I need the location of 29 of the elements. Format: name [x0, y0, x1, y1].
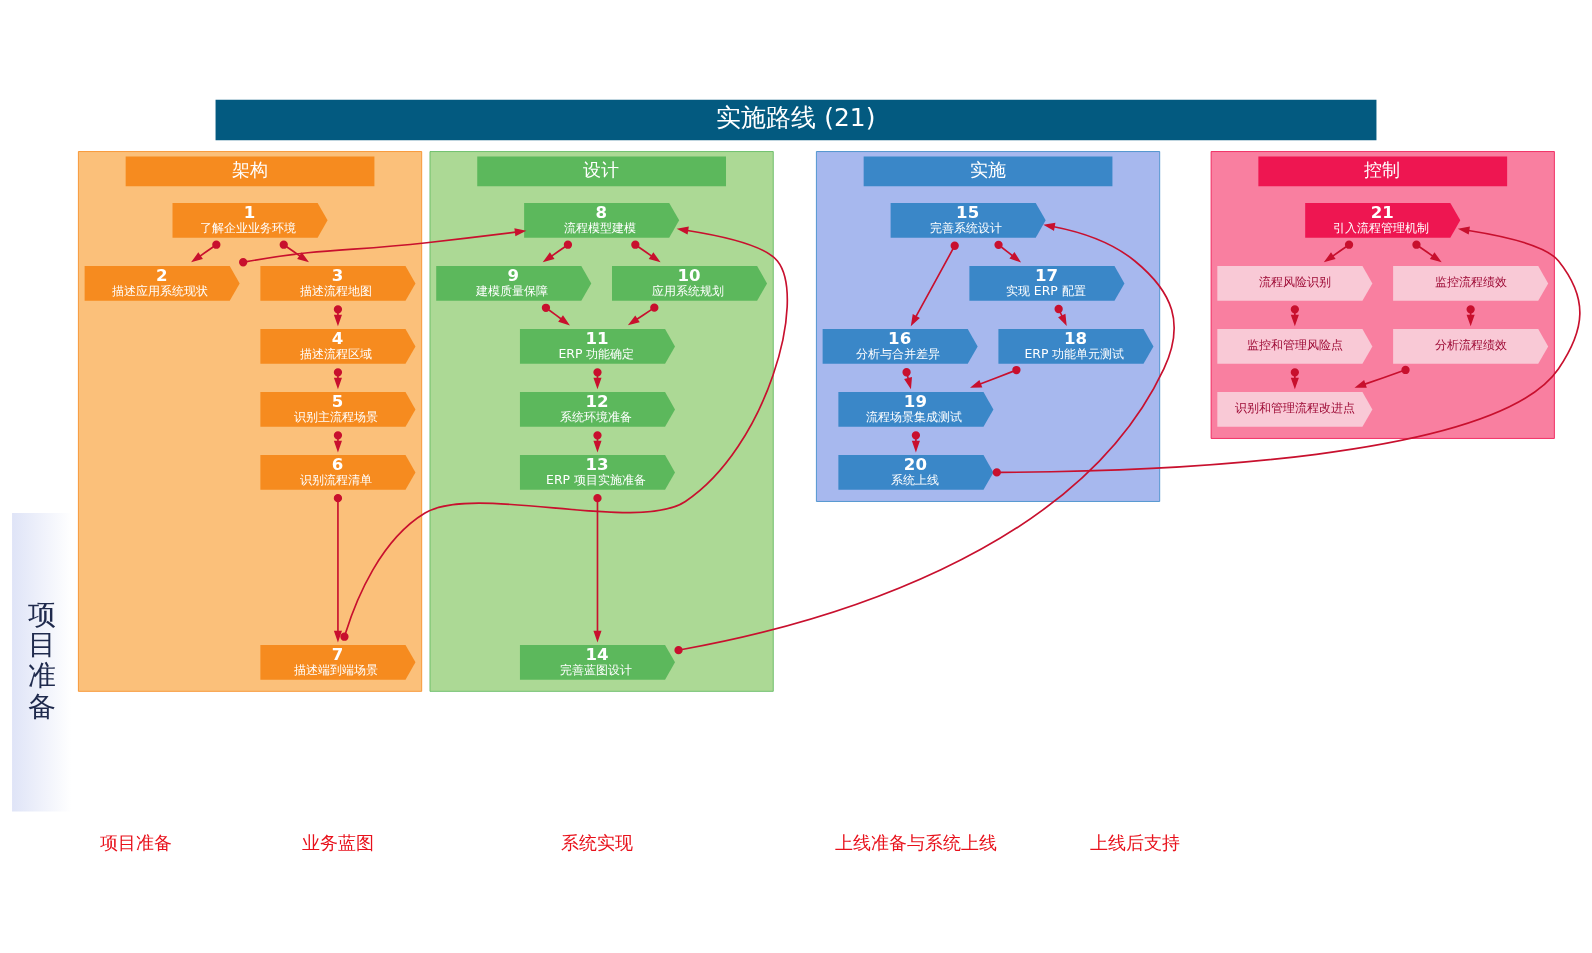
arrow: [992, 226, 1581, 477]
arrow: [631, 240, 661, 262]
label: 业务蓝图: [301, 831, 374, 853]
arrow: [333, 304, 343, 326]
label: 上线准备与系统上线: [834, 831, 997, 853]
arrow: [1354, 365, 1410, 388]
arrow: [593, 493, 602, 642]
label: 上线后支持: [1089, 831, 1180, 853]
arrow: [542, 240, 573, 262]
arrow: [970, 365, 1021, 388]
arrow: [911, 430, 921, 452]
arrow: [541, 303, 570, 325]
arrow: [994, 240, 1022, 262]
arrow: [279, 240, 309, 262]
diagram-title: 实施路线 (21): [716, 102, 876, 132]
arrow: [1412, 240, 1442, 262]
arrow: [674, 222, 1176, 654]
arrow: [239, 227, 527, 266]
arrow: [1323, 240, 1354, 262]
arrow: [910, 241, 959, 326]
arrow: [1054, 304, 1067, 326]
label: 项目准备: [100, 831, 173, 853]
arrow: [333, 493, 343, 642]
arrow: [340, 226, 788, 641]
arrow: [627, 303, 659, 325]
arrow: [333, 430, 343, 452]
arrow: [333, 367, 343, 389]
arrow: [191, 240, 221, 262]
label: 系统实现: [561, 831, 634, 853]
